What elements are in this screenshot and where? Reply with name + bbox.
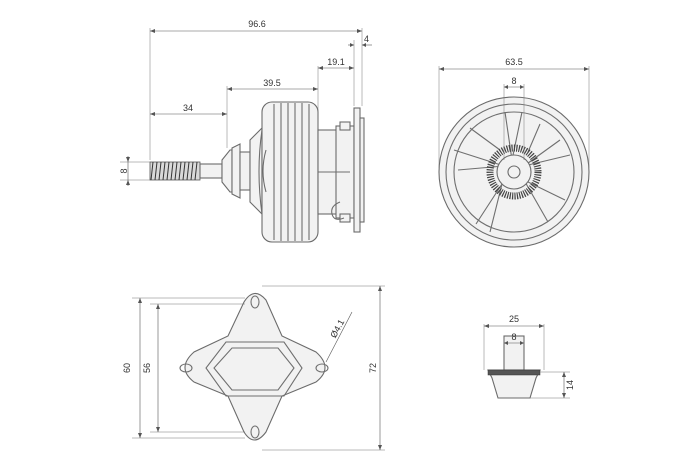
side-view: 96.6 4 19.1 39.5 34 [119, 19, 372, 243]
flange-thickness-label: 4 [364, 34, 369, 44]
stator-mount [317, 121, 355, 223]
collar-width-label: 25 [509, 314, 519, 324]
mount-length-label: 19.1 [327, 57, 345, 67]
collar-height-label: 14 [565, 380, 575, 390]
detail-shaft-diameter-label: 8 [511, 332, 516, 342]
shaft-detail-dimensions: 25 8 14 [483, 314, 575, 399]
outer-diameter-label: 63.5 [505, 57, 523, 67]
threaded-shaft [149, 161, 223, 181]
motor-wire [331, 201, 345, 220]
shaft-collar [221, 126, 263, 216]
overall-length-label: 96.6 [248, 19, 266, 29]
shaft-to-body-label: 34 [183, 103, 193, 113]
mount-holes [179, 295, 329, 439]
front-view-winding [486, 144, 542, 200]
side-shaft-diameter-label: 8 [119, 168, 129, 173]
rotor-bell [258, 101, 319, 243]
front-view: 63.5 8 [438, 57, 590, 248]
mount-view-dimensions: 60 56 72 Ø4.1 [122, 285, 385, 451]
hole-spacing-outer-label: 60 [122, 363, 132, 373]
front-shaft-diameter-label: 8 [511, 76, 516, 86]
mount-flange [353, 107, 365, 233]
mount-plate [184, 292, 326, 441]
overall-size-label: 72 [368, 363, 378, 373]
shaft-detail-view: 25 8 14 [483, 314, 575, 399]
side-view-dimensions: 96.6 4 19.1 39.5 34 [119, 19, 372, 186]
mount-view: 60 56 72 Ø4.1 [122, 285, 385, 451]
body-length-label: 39.5 [263, 78, 281, 88]
hole-spacing-inner-label: 56 [142, 363, 152, 373]
front-view-dimensions: 63.5 8 [438, 57, 590, 168]
